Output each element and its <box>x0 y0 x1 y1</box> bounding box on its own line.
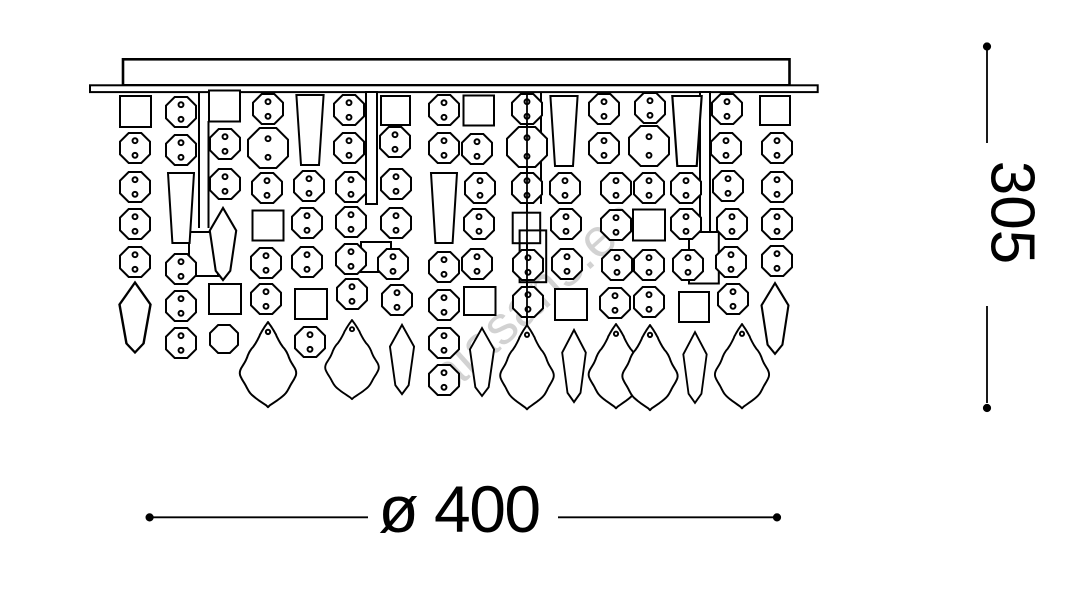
svg-text:ø 400: ø 400 <box>378 472 539 546</box>
svg-text:305: 305 <box>978 161 1047 264</box>
